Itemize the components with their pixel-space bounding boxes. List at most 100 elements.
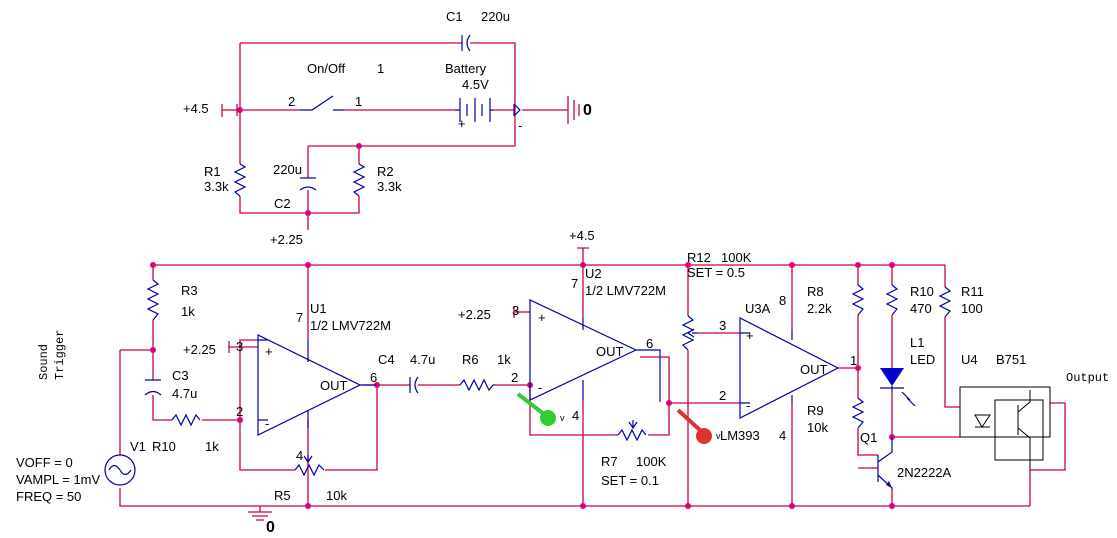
- red-voltage-probe[interactable]: [676, 408, 712, 444]
- r10-ref: R10: [910, 284, 934, 299]
- u3-minus: -: [746, 398, 750, 413]
- c1-ref: C1: [446, 9, 463, 24]
- u2-plus: +: [538, 310, 546, 325]
- u2-pin2: 2: [511, 370, 518, 385]
- top-rail-label: +4.5: [569, 228, 595, 243]
- c2-value: 220u: [273, 162, 302, 177]
- u1-out: OUT: [320, 378, 348, 393]
- r8-resistor: [851, 284, 865, 316]
- r3-resistor: [146, 279, 160, 321]
- c2-ref: C2: [274, 196, 291, 211]
- c4-value: 4.7u: [410, 352, 435, 367]
- u2-pin6: 6: [646, 336, 653, 351]
- r3-value: 1k: [181, 304, 195, 319]
- r7-potentiometer: [617, 420, 647, 442]
- u3-comparator: [739, 317, 840, 419]
- c3-value: 4.7u: [172, 386, 197, 401]
- v1-voff: VOFF = 0: [16, 455, 73, 470]
- r6-value: 1k: [497, 352, 511, 367]
- switch-pin2: 2: [288, 94, 295, 109]
- q1-transistor: [877, 437, 893, 490]
- r12-potentiometer: [681, 315, 698, 351]
- u2-ref: U2: [585, 266, 602, 281]
- bottom-ground-label: 0: [266, 519, 275, 536]
- vhalf-label: +2.25: [270, 232, 303, 247]
- r9-value: 10k: [807, 420, 828, 435]
- q1-part: 2N2222A: [897, 465, 952, 480]
- l1-value: LED: [910, 352, 935, 367]
- u3-pin4: 4: [779, 428, 786, 443]
- r10-value: 470: [910, 301, 932, 316]
- u1-pin4: 4: [296, 448, 303, 463]
- battery-plus: +: [458, 116, 466, 131]
- u3-ref: U3A: [745, 301, 771, 316]
- probe-green-v: v: [560, 413, 565, 423]
- u1-pin6: 6: [370, 370, 377, 385]
- probe-red-v: v: [716, 431, 721, 441]
- c4-ref: C4: [378, 352, 395, 367]
- l1-led: [880, 368, 916, 407]
- c1-value: 220u: [481, 9, 510, 24]
- r11-value: 100: [961, 301, 983, 316]
- switch-pin-label: 1: [377, 61, 384, 76]
- r12-ref: R12: [687, 250, 711, 265]
- switch-pin1: 1: [355, 94, 362, 109]
- q1-ref: Q1: [860, 430, 877, 445]
- v1-vampl: VAMPL = 1mV: [16, 472, 100, 487]
- u1-pin2: 2: [236, 404, 243, 419]
- r7-value: 100K: [636, 454, 667, 469]
- r1-ref: R1: [204, 164, 221, 179]
- u1-in-label: +2.25: [183, 342, 216, 357]
- v1-freq: FREQ = 50: [16, 489, 81, 504]
- battery-name: Battery: [445, 61, 487, 76]
- l1-ref: L1: [910, 335, 924, 350]
- r7-set: SET = 0.1: [601, 473, 659, 488]
- r12-set: SET = 0.5: [687, 265, 745, 280]
- u1-plus: +: [265, 344, 273, 359]
- sound-trigger-label-2: Trigger: [53, 330, 67, 380]
- output-label: Output: [1066, 371, 1109, 385]
- u2-in-label: +2.25: [458, 307, 491, 322]
- r2-value: 3.3k: [377, 179, 402, 194]
- r10a-ref: R10: [152, 439, 176, 454]
- u1-pin7: 7: [296, 310, 303, 325]
- u4-part: B751: [996, 352, 1026, 367]
- u3-part: LM393: [720, 428, 760, 443]
- vplus-label: +4.5: [183, 101, 209, 116]
- u4-ref: U4: [961, 352, 978, 367]
- r5-ref: R5: [274, 488, 291, 503]
- u3-out: OUT: [800, 362, 828, 377]
- sound-trigger-label-1: Sound: [37, 344, 51, 380]
- r8-value: 2.2k: [807, 301, 832, 316]
- u1-minus: -: [265, 416, 269, 431]
- r11-ref: R11: [961, 284, 984, 299]
- r10a-resistor: [171, 413, 201, 427]
- r12-value: 100K: [721, 250, 752, 265]
- u2-pin3: 3: [512, 303, 519, 318]
- r3-ref: R3: [181, 283, 198, 298]
- v1-source: [104, 454, 136, 486]
- u2-pin4: 4: [572, 408, 579, 423]
- u3-pin1: 1: [850, 353, 857, 368]
- r1-value: 3.3k: [204, 179, 229, 194]
- battery-value: 4.5V: [462, 77, 489, 92]
- c3-capacitor: [144, 379, 162, 396]
- r9-resistor: [851, 397, 865, 429]
- u2-minus: -: [538, 380, 542, 395]
- green-voltage-probe[interactable]: [516, 392, 556, 426]
- u2-part: 1/2 LMV722M: [585, 283, 666, 298]
- battery-minus: -: [518, 118, 522, 133]
- r6-ref: R6: [462, 352, 479, 367]
- u1-opamp: [257, 334, 377, 436]
- switch-name: On/Off: [307, 61, 345, 76]
- u1-part: 1/2 LMV722M: [310, 318, 391, 333]
- u2-opamp: [529, 299, 661, 402]
- junctions: [150, 262, 895, 509]
- u3-pin2: 2: [719, 388, 726, 403]
- r10a-value: 1k: [205, 439, 219, 454]
- v1-ref: V1: [130, 439, 146, 454]
- r11-resistor: [938, 286, 952, 318]
- u2-out: OUT: [596, 344, 624, 359]
- u1-pin3: 3: [236, 339, 243, 354]
